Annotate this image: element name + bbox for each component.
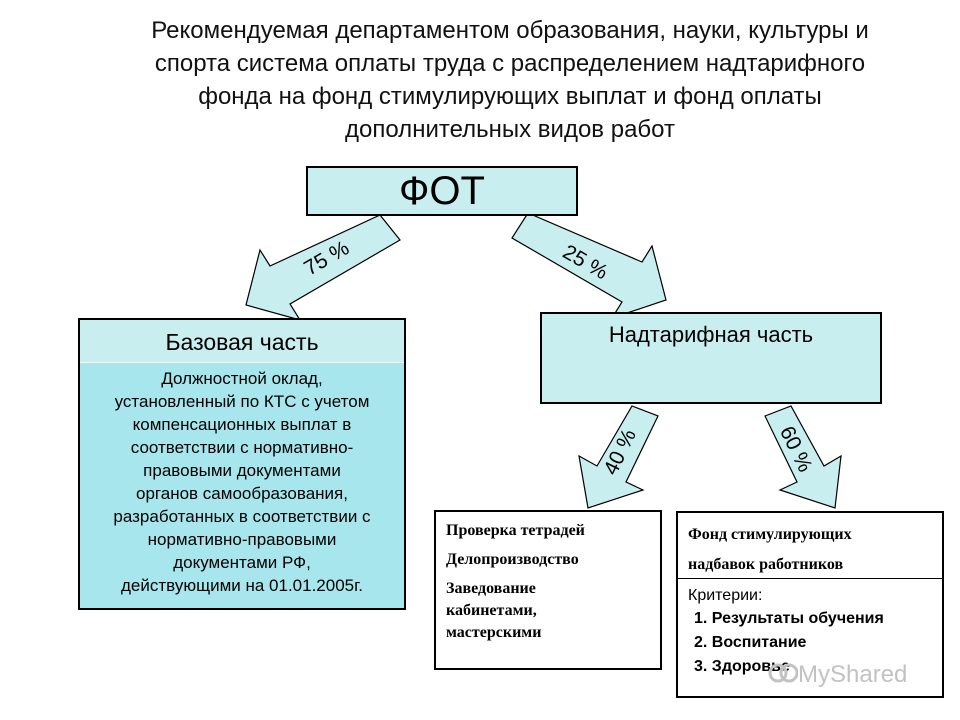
diagram-title: Рекомендуемая департаментом образования,… [95, 14, 925, 146]
title-line: спорта система оплаты труда с распределе… [154, 50, 866, 77]
base-line: нормативно-правовыми [147, 530, 337, 549]
base-line: установленный по КТС с учетом [114, 392, 370, 411]
criteria-item: 2. Воспитание [694, 634, 807, 651]
arrow-to-over [511, 212, 667, 320]
incentive-fund-heading: Фонд стимулирующих надбавок работников [678, 513, 942, 579]
watermark-text: MyShared [798, 661, 908, 688]
additional-work-item-line: мастерскими [446, 624, 542, 641]
base-line: компенсационных выплат в [132, 415, 352, 434]
title-line: фонда на фонд стимулирующих выплат и фон… [198, 83, 822, 110]
base-line: органов самообразования, [136, 484, 348, 503]
criteria-item: 3. Здоровье [694, 658, 790, 675]
incentive-fund-heading-line: Фонд стимулирующих [688, 526, 852, 543]
fot-label: ФОТ [399, 169, 485, 213]
arrow-to-fund [764, 405, 842, 509]
additional-work-item-line: Заведование [446, 580, 536, 597]
criteria-label: Критерии: [688, 587, 763, 604]
base-part-heading: Базовая часть [80, 320, 404, 363]
base-part-box: Базовая часть Должностной оклад, установ… [78, 318, 406, 610]
criteria-item: 1. Результаты обучения [694, 610, 884, 627]
additional-work-item: Делопроизводство [446, 551, 579, 568]
watermark-icon [768, 663, 798, 683]
fot-box: ФОТ [306, 166, 578, 216]
over-tariff-box: Надтарифная часть [540, 312, 882, 404]
watermark: MyShared [768, 660, 907, 689]
additional-work-item: Заведование кабинетами, мастерскими [446, 578, 660, 644]
base-line: действующими на 01.01.2005г. [121, 576, 363, 595]
title-line: дополнительных видов работ [345, 116, 675, 143]
criteria-section: Критерии: 1. Результаты обучения 2. Восп… [678, 579, 942, 679]
arrow-to-base [245, 214, 401, 321]
base-line: документами РФ, [173, 553, 311, 572]
over-tariff-heading: Надтарифная часть [608, 322, 814, 347]
base-part-description: Должностной оклад, установленный по КТС … [80, 363, 404, 608]
incentive-fund-box: Фонд стимулирующих надбавок работников К… [676, 511, 944, 698]
base-line: Должностной оклад, [161, 369, 323, 388]
title-line: Рекомендуемая департаментом образования,… [151, 17, 869, 44]
additional-work-item: Проверка тетрадей [446, 522, 585, 539]
additional-work-item-line: кабинетами, [446, 602, 537, 619]
incentive-fund-heading-line: надбавок работников [688, 556, 844, 573]
base-line: разработанных в соответствии с [113, 507, 371, 526]
base-line: правовыми документами [143, 461, 341, 480]
base-line: соответствии с нормативно- [130, 438, 354, 457]
additional-work-box: Проверка тетрадей Делопроизводство Завед… [434, 510, 662, 670]
arrow-to-check [578, 405, 659, 509]
